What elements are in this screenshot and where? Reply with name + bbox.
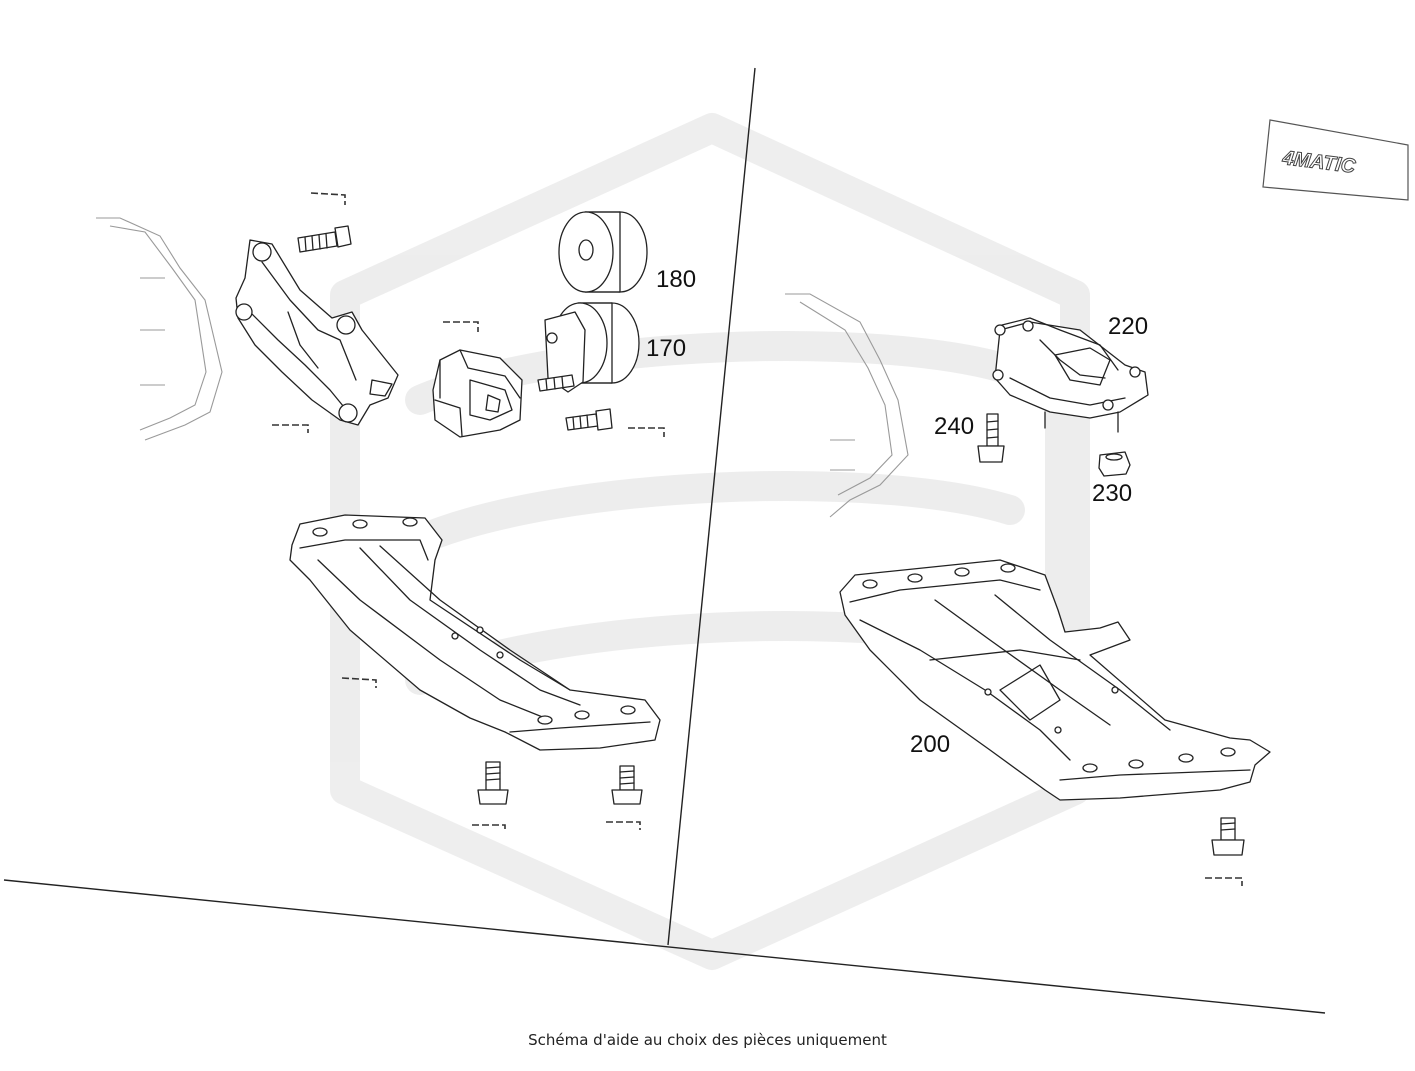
label-240: 240 <box>934 413 974 440</box>
crossmember-left <box>289 514 661 751</box>
bolt-240 <box>977 413 1005 463</box>
footer-caption: Schéma d'aide au choix des pièces unique… <box>528 1031 887 1049</box>
bolt-center-left <box>565 408 665 437</box>
label-180: 180 <box>656 266 696 293</box>
callout-marker-bracket <box>272 424 309 433</box>
bolt-bottom-left-2 <box>606 765 643 830</box>
mount-220 <box>992 317 1149 433</box>
gearbox-housing-left <box>96 217 223 441</box>
label-170: 170 <box>646 335 686 362</box>
crossmember-200 <box>839 559 1271 801</box>
frame-lines <box>3 67 1326 1014</box>
label-220: 220 <box>1108 313 1148 340</box>
label-200: 200 <box>910 731 950 758</box>
bolt-bottom-right <box>1205 817 1245 886</box>
transmission-mount <box>432 321 523 438</box>
bolt-bottom-left-1 <box>472 761 509 832</box>
damper-180 <box>558 211 648 293</box>
damper-170 <box>537 302 640 393</box>
label-230: 230 <box>1092 480 1132 507</box>
engine-bracket <box>235 239 399 426</box>
bolt-top-left <box>297 192 352 253</box>
gearbox-housing-right <box>785 293 909 518</box>
4matic-badge: 4MATIC <box>1262 119 1409 201</box>
nut-230 <box>1098 451 1131 477</box>
watermark-logo <box>330 113 1090 970</box>
